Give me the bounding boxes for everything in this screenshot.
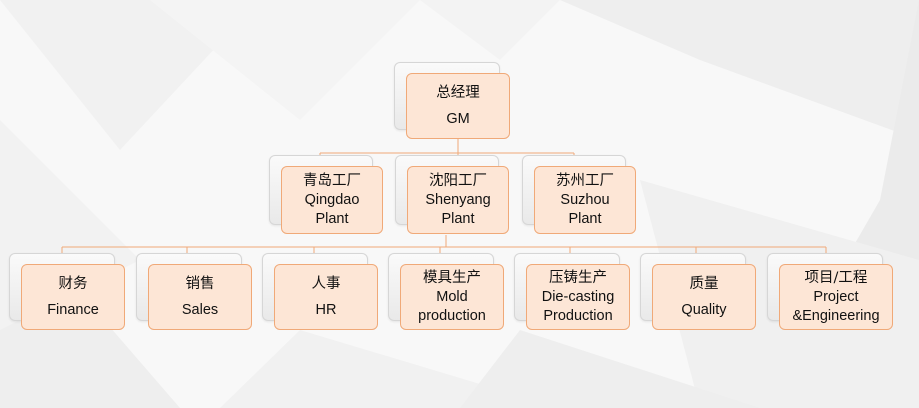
node-label-cn: 总经理 [436,84,480,101]
node-label-en-1: Mold [436,288,468,305]
org-node-hr: 人事 HR [262,253,378,330]
node-label-cn: 财务 [58,275,88,292]
node-label-en-1: Finance [47,301,99,318]
node-label-cn: 项目/工程 [804,269,868,286]
node-label-en-1: Qingdao [304,191,360,208]
node-label-cn: 沈阳工厂 [429,172,487,189]
node-label-en-1: Sales [181,301,219,318]
org-node-finance: 财务 Finance [9,253,125,330]
node-label-en-1: Quality [681,301,727,318]
node-label-en-1: Project [813,288,859,305]
node-label-en-2: Plant [441,210,475,227]
org-node-mold-production: 模具生产 Mold production [388,253,504,330]
org-node-gm: 总经理 GM [394,62,510,139]
node-label-cn: 模具生产 [423,269,481,286]
org-node-suzhou-plant: 苏州工厂 Suzhou Plant [522,155,636,234]
org-node-qingdao-plant: 青岛工厂 Qingdao Plant [269,155,383,234]
org-node-shenyang-plant: 沈阳工厂 Shenyang Plant [395,155,509,234]
node-label-en-2: Production [543,307,613,324]
node-label-en-1: Die-casting [541,288,615,305]
node-label-en-2: Plant [315,210,349,227]
org-node-quality: 质量 Quality [640,253,756,330]
node-label-cn: 青岛工厂 [303,172,361,189]
node-label-en-1: Shenyang [425,191,491,208]
node-label-cn: 压铸生产 [549,269,607,286]
node-label-en-2: production [418,307,486,324]
node-box: 模具生产 Mold production [400,264,504,330]
org-node-sales: 销售 Sales [136,253,252,330]
node-box: 销售 Sales [148,264,252,330]
org-node-project-engineering: 项目/工程 Project &Engineering [767,253,893,330]
node-box: 青岛工厂 Qingdao Plant [281,166,383,234]
node-box: 总经理 GM [406,73,510,139]
node-box: 沈阳工厂 Shenyang Plant [407,166,509,234]
node-label-en-2: Plant [568,210,602,227]
node-box: 苏州工厂 Suzhou Plant [534,166,636,234]
node-box: 压铸生产 Die-casting Production [526,264,630,330]
node-box: 项目/工程 Project &Engineering [779,264,893,330]
node-label-cn: 人事 [311,275,341,292]
node-label-cn: 质量 [689,275,719,292]
node-label-en-1: HR [315,301,337,318]
node-label-cn: 销售 [185,275,215,292]
org-node-die-casting-production: 压铸生产 Die-casting Production [514,253,630,330]
node-label-cn: 苏州工厂 [556,172,614,189]
node-box: 质量 Quality [652,264,756,330]
node-label-en-1: Suzhou [560,191,610,208]
node-box: 人事 HR [274,264,378,330]
node-label-en-2: &Engineering [792,307,880,324]
node-label-en: GM [446,110,470,127]
node-box: 财务 Finance [21,264,125,330]
